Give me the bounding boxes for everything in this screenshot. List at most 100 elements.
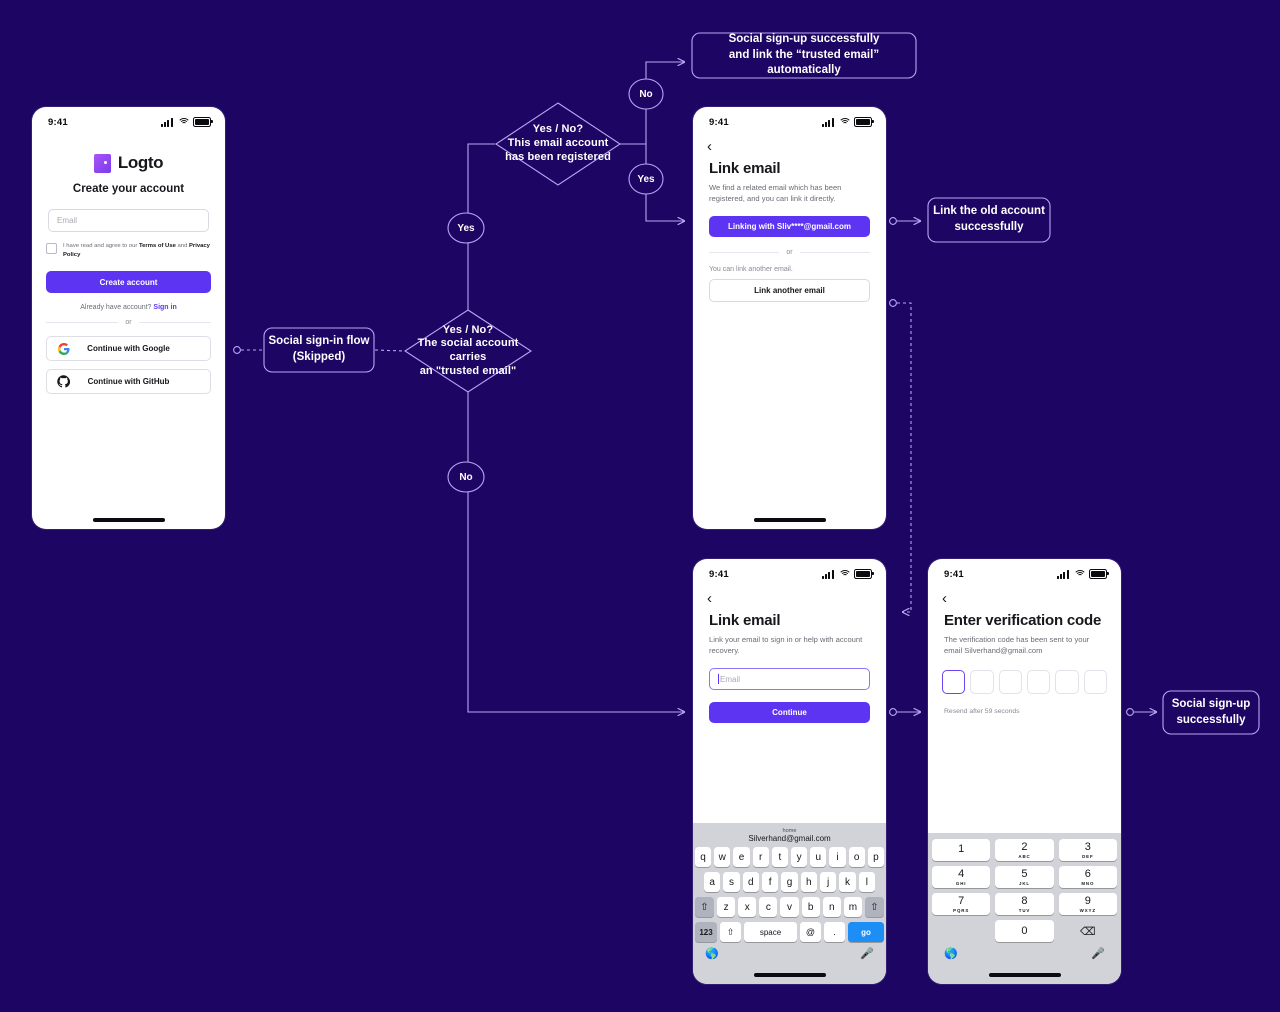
key-h[interactable]: h xyxy=(800,872,817,892)
key-y[interactable]: y xyxy=(791,847,808,867)
key-i[interactable]: i xyxy=(829,847,846,867)
wifi-icon xyxy=(838,117,851,127)
email-input[interactable]: Email xyxy=(48,209,209,232)
keypad-row-4: 0 ⌫ xyxy=(932,920,1117,942)
signal-icon xyxy=(1057,569,1070,579)
microphone-icon[interactable]: 🎤 xyxy=(1091,948,1105,960)
code-cell-6[interactable] xyxy=(1083,670,1107,695)
email-placeholder: Email xyxy=(57,216,78,225)
back-chevron-icon[interactable]: ‹ xyxy=(707,138,712,155)
home-indicator xyxy=(753,973,826,977)
keypad-key-1[interactable]: 1 xyxy=(932,839,991,861)
key-v[interactable]: v xyxy=(780,897,799,917)
code-cell-2[interactable] xyxy=(970,670,994,695)
shift-icon-2[interactable]: ⇧ xyxy=(720,922,741,942)
keypad-key-6[interactable]: 6 MNO xyxy=(1058,866,1117,888)
keypad-letters: JKL xyxy=(1018,880,1030,886)
at-key[interactable]: @ xyxy=(800,922,821,942)
go-key[interactable]: go xyxy=(848,922,884,942)
space-key[interactable]: space xyxy=(744,922,797,942)
key-c[interactable]: c xyxy=(759,897,778,917)
keypad-digit: 9 xyxy=(1084,894,1091,907)
shift-icon[interactable]: ⇧ xyxy=(695,897,714,917)
link-another-email-button[interactable]: Link another email xyxy=(709,279,870,303)
key-m[interactable]: m xyxy=(843,897,862,917)
email-input[interactable]: Email xyxy=(709,668,870,691)
link-another-hint: You can link another email. xyxy=(709,266,793,274)
key-a[interactable]: a xyxy=(704,872,721,892)
autocomplete-suggestion[interactable]: home Silverhand@gmail.com xyxy=(693,823,886,847)
linking-with-email-button[interactable]: Linking with Sliv****@gmail.com xyxy=(709,216,870,238)
box-social-signup-trusted: Social sign-up successfully and link the… xyxy=(728,33,880,77)
globe-icon[interactable]: 🌎 xyxy=(944,948,958,960)
continue-button[interactable]: Continue xyxy=(709,702,870,724)
verification-code-inputs xyxy=(942,670,1107,695)
key-p[interactable]: p xyxy=(867,847,885,867)
globe-icon[interactable]: 🌎 xyxy=(705,948,719,960)
back-chevron-icon[interactable]: ‹ xyxy=(942,590,947,607)
key-t[interactable]: t xyxy=(771,847,788,867)
terms-checkbox[interactable] xyxy=(46,243,57,254)
keypad-digit: 1 xyxy=(958,843,965,855)
keypad-digit: 8 xyxy=(1021,894,1028,907)
status-time: 9:41 xyxy=(944,568,964,580)
key-q[interactable]: q xyxy=(694,847,712,867)
key-d[interactable]: d xyxy=(742,872,759,892)
github-icon xyxy=(57,375,70,388)
key-j[interactable]: j xyxy=(819,872,837,892)
status-icons xyxy=(1057,569,1109,579)
key-o[interactable]: o xyxy=(848,847,865,867)
page-description: We find a related email which has been r… xyxy=(709,183,842,203)
microphone-icon[interactable]: 🎤 xyxy=(860,948,874,960)
key-r[interactable]: r xyxy=(752,847,769,867)
key-l[interactable]: l xyxy=(858,872,875,892)
numbers-key[interactable]: 123 xyxy=(695,922,717,942)
terms-of-use-link[interactable]: Terms of Use xyxy=(138,243,176,249)
branch-label-yes-top: Yes xyxy=(637,173,655,185)
create-account-button[interactable]: Create account xyxy=(46,271,211,294)
privacy-policy-link[interactable]: Privacy Policy xyxy=(63,243,210,258)
decision-trusted-email: Yes / No? The social account carries an … xyxy=(417,323,519,377)
keypad-key-9[interactable]: 9 WXYZ xyxy=(1058,893,1117,915)
key-x[interactable]: x xyxy=(738,897,757,917)
key-k[interactable]: k xyxy=(839,872,856,892)
code-cell-4[interactable] xyxy=(1026,670,1051,695)
key-n[interactable]: n xyxy=(822,897,841,917)
wifi-icon xyxy=(838,569,851,579)
box-link-old-account: Link the old account successfully xyxy=(933,205,1045,233)
continue-with-github-button[interactable]: Continue with GitHub xyxy=(46,369,211,395)
divider-label: or xyxy=(786,249,793,257)
key-w[interactable]: w xyxy=(714,847,731,867)
key-u[interactable]: u xyxy=(810,847,827,867)
code-cell-3[interactable] xyxy=(998,670,1022,695)
keypad-digit: 2 xyxy=(1021,840,1028,853)
keypad-key-3[interactable]: 3 DEF xyxy=(1058,839,1117,861)
logo-text: Logto xyxy=(117,153,164,172)
key-f[interactable]: f xyxy=(762,872,779,892)
keypad-key-8[interactable]: 8 TUV xyxy=(995,893,1054,915)
key-e[interactable]: e xyxy=(733,847,750,867)
keyboard-row-2: a s d f g h j k l xyxy=(695,872,884,892)
code-cell-5[interactable] xyxy=(1055,670,1079,695)
keypad-digit: 5 xyxy=(1021,867,1028,880)
keypad-digit: 7 xyxy=(958,894,965,907)
signin-link[interactable]: Sign in xyxy=(153,304,177,312)
keypad-key-2[interactable]: 2 ABC xyxy=(995,839,1054,861)
keypad-key-0[interactable]: 0 xyxy=(995,920,1054,942)
keypad-bottom-row: 🌎 🎤 xyxy=(932,947,1117,960)
signal-icon xyxy=(822,117,835,127)
back-chevron-icon[interactable]: ‹ xyxy=(707,590,712,607)
continue-with-google-button[interactable]: Continue with Google xyxy=(46,336,211,362)
keypad-row-2: 4 GHI 5 JKL 6 MNO xyxy=(932,866,1117,888)
keypad-key-5[interactable]: 5 JKL xyxy=(995,866,1054,888)
backspace-icon[interactable]: ⌫ xyxy=(1080,925,1096,938)
key-b[interactable]: b xyxy=(801,897,820,917)
dot-key[interactable]: . xyxy=(824,922,845,942)
backspace-icon[interactable]: ⇧ xyxy=(864,897,884,917)
key-g[interactable]: g xyxy=(781,872,798,892)
key-s[interactable]: s xyxy=(723,872,740,892)
keypad-key-4[interactable]: 4 GHI xyxy=(932,866,991,888)
key-z[interactable]: z xyxy=(717,897,736,917)
keypad-key-7[interactable]: 7 PQRS xyxy=(932,893,991,915)
code-cell-1[interactable] xyxy=(942,670,966,695)
